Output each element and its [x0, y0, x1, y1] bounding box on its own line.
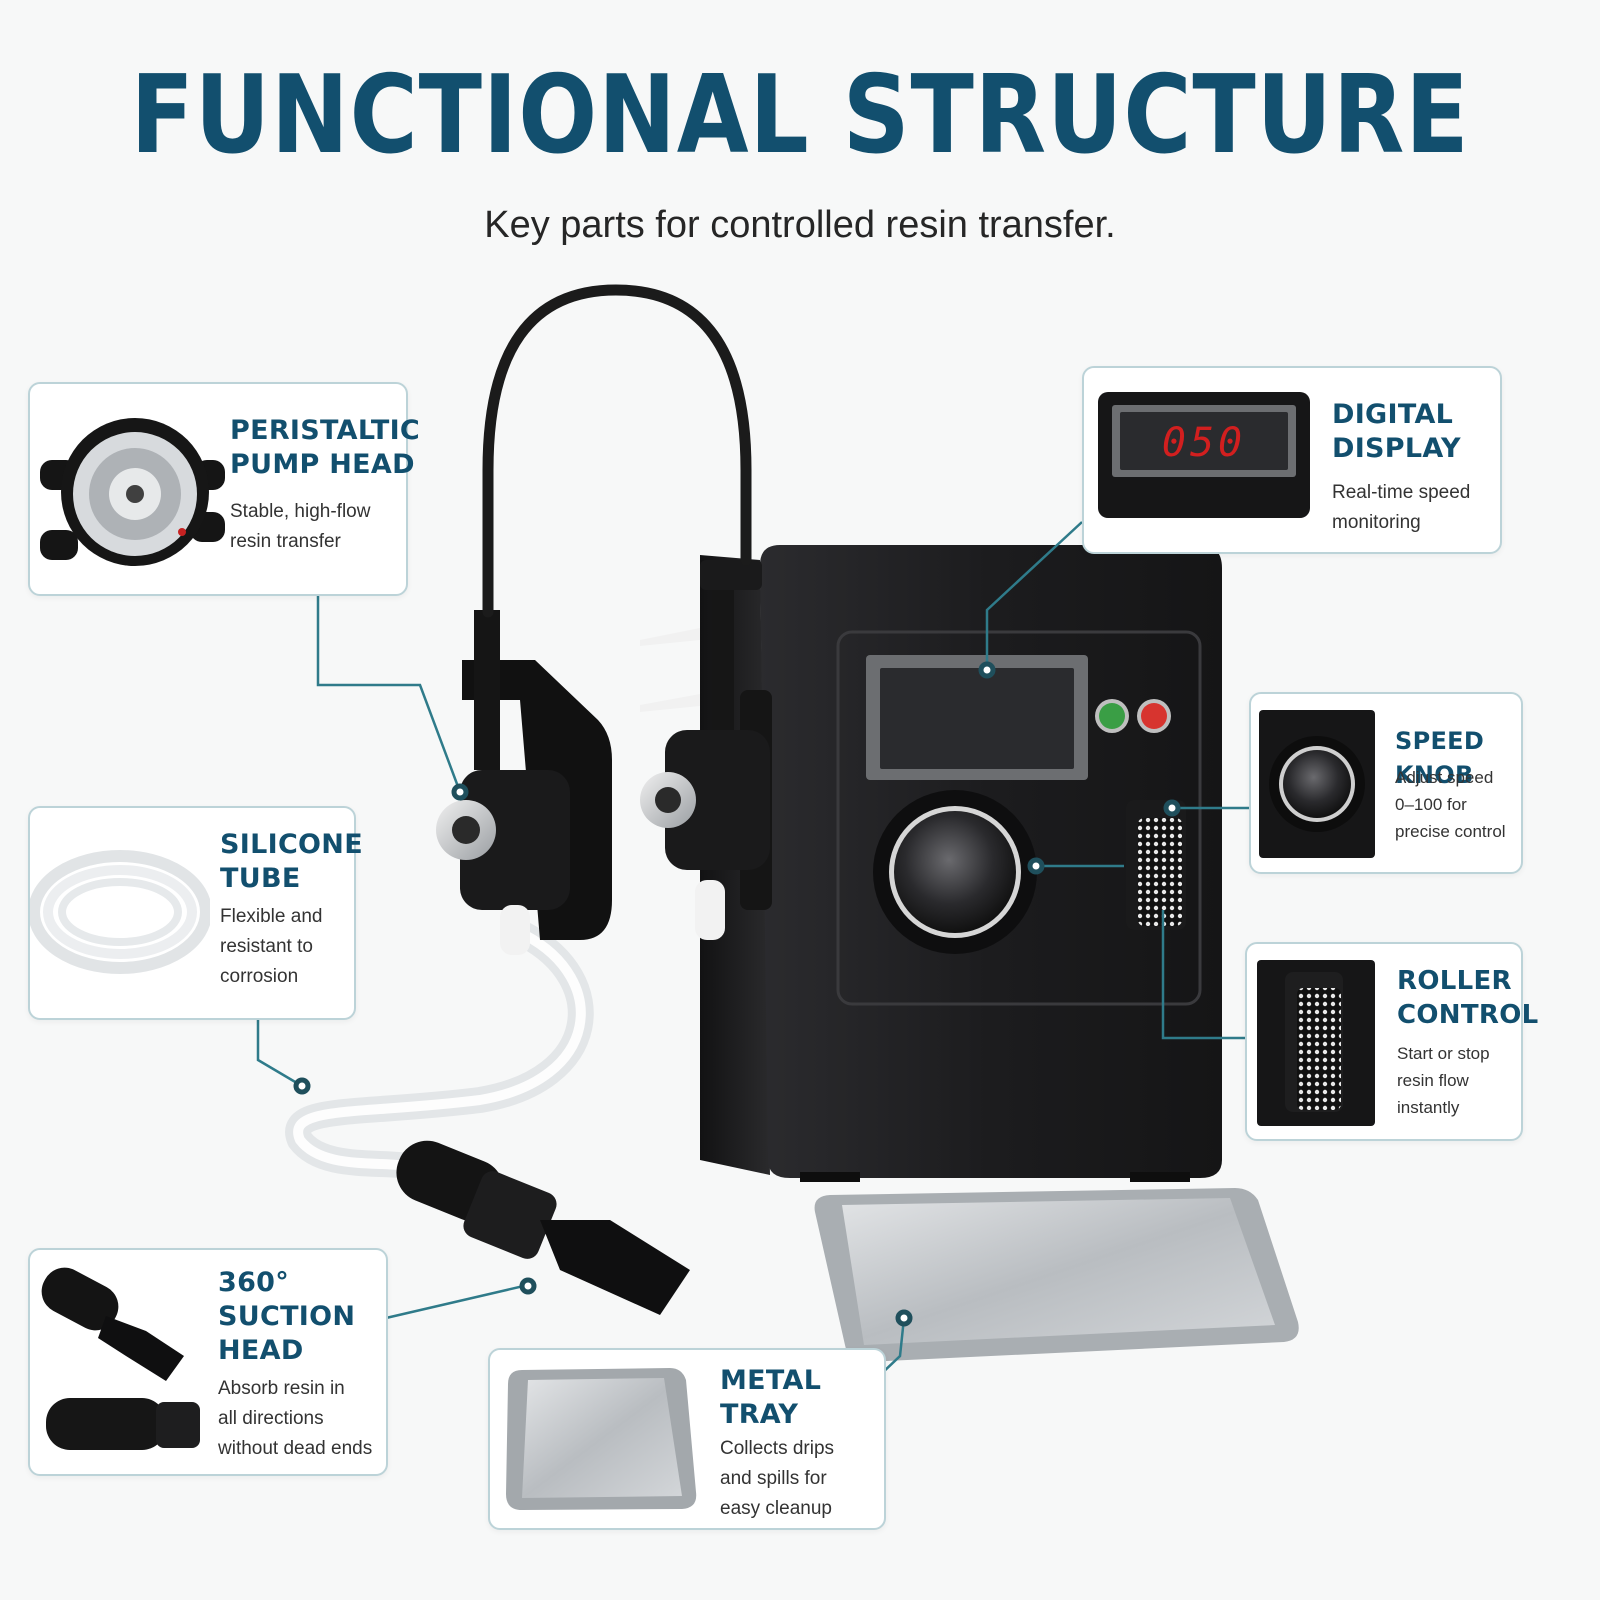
pump-head-title: PERISTALTIC PUMP HEAD — [230, 415, 421, 480]
roller-control-desc: Start or stop resin flow instantly — [1397, 1044, 1490, 1117]
roller-control-title: ROLLER CONTROL — [1397, 966, 1539, 1030]
machine-body — [700, 545, 1222, 1182]
suction-nozzle-illustration — [396, 1140, 690, 1315]
suction-head-desc: Absorb resin in all directions without d… — [218, 1378, 373, 1459]
knob-icon — [1259, 710, 1375, 858]
tray-icon — [506, 1368, 697, 1510]
silicone-tube-desc: Flexible and resistant to corrosion — [220, 906, 323, 987]
suction-head-card: 360° SUCTION HEAD Absorb resin in all di… — [28, 1248, 388, 1476]
connector-dots — [293, 661, 1181, 1327]
pump-heads-illustration — [436, 284, 772, 955]
speed-knob-desc: Adjust speed 0–100 for precise control — [1395, 768, 1506, 841]
suction-head-title: 360° SUCTION HEAD — [218, 1267, 356, 1366]
metal-tray-card: METAL TRAY Collects drips and spills for… — [488, 1348, 886, 1530]
digital-display-title: DIGITAL DISPLAY — [1332, 399, 1461, 464]
digital-display-desc: Real-time speed monitoring — [1332, 482, 1471, 533]
display-readout: 050 — [1161, 420, 1247, 466]
pump-head-desc: Stable, high-flow resin transfer — [230, 501, 371, 552]
page-subtitle: Key parts for controlled resin transfer. — [484, 204, 1116, 246]
silicone-tube-card: SILICONE TUBE Flexible and resistant to … — [28, 806, 363, 1020]
page-title: FUNCTIONAL STRUCTURE — [130, 53, 1470, 178]
silicone-tube-illustration — [285, 922, 594, 1193]
pump-head-card: PERISTALTIC PUMP HEAD Stable, high-flow … — [28, 382, 420, 596]
nozzle-icon — [41, 1267, 200, 1450]
metal-tray-illustration — [814, 1188, 1299, 1362]
roller-icon — [1257, 960, 1375, 1126]
digital-display-card: 050 DIGITAL DISPLAY Real-time speed moni… — [1082, 366, 1502, 554]
display-icon — [1098, 392, 1310, 518]
metal-tray-title: METAL TRAY — [720, 1365, 822, 1430]
metal-tray-desc: Collects drips and spills for easy clean… — [720, 1438, 835, 1519]
silicone-tube-title: SILICONE TUBE — [220, 829, 363, 894]
roller-control-card: ROLLER CONTROL Start or stop resin flow … — [1245, 942, 1538, 1141]
speed-knob-title: SPEED KNOB — [1395, 727, 1485, 789]
pump-head-icon — [40, 418, 225, 566]
tube-icon — [30, 850, 210, 974]
speed-knob-card: SPEED KNOB Adjust speed 0–100 for precis… — [1249, 692, 1523, 874]
